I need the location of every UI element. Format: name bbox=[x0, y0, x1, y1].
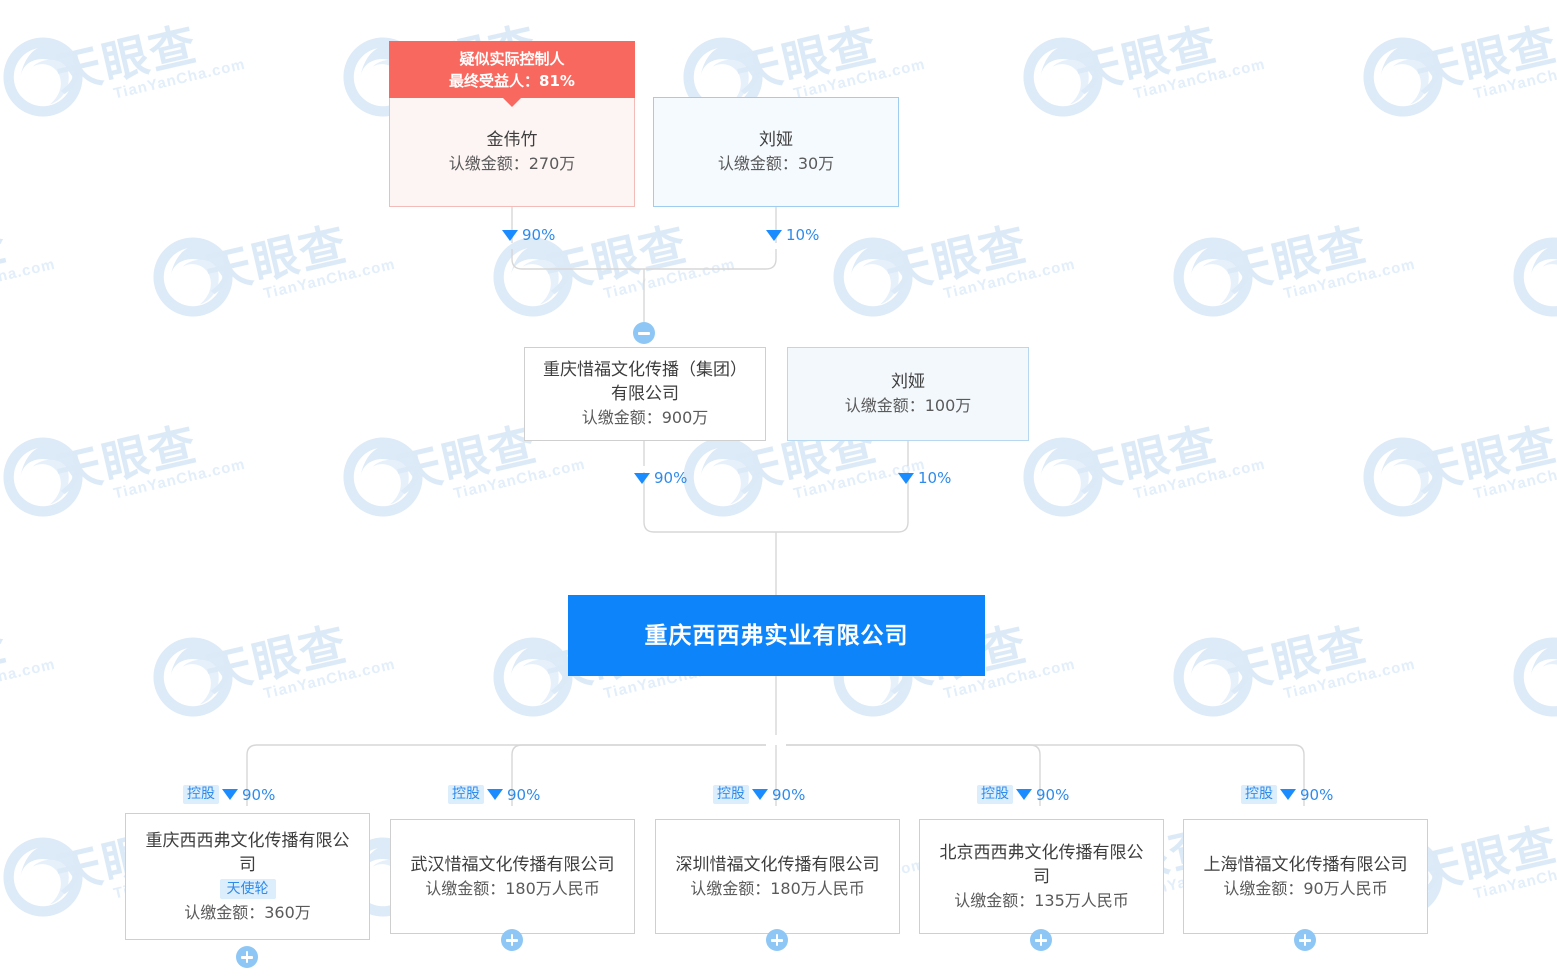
node-subscribed-capital: 认缴金额：30万 bbox=[717, 154, 835, 173]
actual-controller-banner: 疑似实际控制人 最终受益人：81% bbox=[389, 41, 635, 107]
financing-round-tag: 天使轮 bbox=[219, 878, 276, 899]
edge-label-root-to-wuhan-xifu: 控股 90% bbox=[448, 785, 540, 804]
edge-label-liu-ya-top-to-group: 10% bbox=[766, 226, 819, 244]
edge-percent: 90% bbox=[654, 469, 688, 487]
expand-toggle-shanghai-xifu[interactable] bbox=[1294, 929, 1316, 951]
node-subsidiary-shenzhen-xifu[interactable]: 深圳惜福文化传播有限公司 认缴金额：180万人民币 bbox=[655, 819, 900, 934]
node-subscribed-capital: 认缴金额：360万 bbox=[184, 902, 311, 922]
edge-percent: 10% bbox=[786, 226, 820, 244]
node-title: 刘娅 bbox=[891, 372, 925, 392]
arrow-down-icon bbox=[222, 789, 238, 800]
edge-percent: 90% bbox=[1300, 785, 1334, 804]
node-subscribed-capital: 认缴金额：270万 bbox=[448, 154, 576, 173]
edge-percent: 90% bbox=[1036, 785, 1070, 804]
edge-label-root-to-shenzhen-xifu: 控股 90% bbox=[713, 785, 805, 804]
beneficiary-percent-label: 最终受益人：81% bbox=[449, 71, 575, 90]
node-subsidiary-wuhan-xifu[interactable]: 武汉惜福文化传播有限公司 认缴金额：180万人民币 bbox=[390, 819, 635, 934]
arrow-down-icon bbox=[1280, 789, 1296, 800]
node-subscribed-capital: 认缴金额：135万人民币 bbox=[954, 890, 1129, 910]
expand-toggle-wuhan-xifu[interactable] bbox=[501, 929, 523, 951]
node-title: 刘娅 bbox=[759, 130, 793, 150]
expand-toggle-shenzhen-xifu[interactable] bbox=[766, 929, 788, 951]
arrow-down-icon bbox=[502, 229, 518, 241]
node-subsidiary-shanghai-xifu[interactable]: 上海惜福文化传播有限公司 认缴金额：90万人民币 bbox=[1183, 819, 1428, 934]
node-shareholder-jin-weizhu[interactable]: 疑似实际控制人 最终受益人：81% 金伟竹 认缴金额：270万 bbox=[389, 41, 635, 207]
root-company-title: 重庆西西弗实业有限公司 bbox=[644, 622, 909, 649]
edge-label-root-to-chongqing-xixifu: 控股 90% bbox=[183, 785, 275, 804]
edge-label-jin-weizhu-to-group: 90% bbox=[502, 226, 555, 244]
arrow-down-icon bbox=[752, 789, 768, 800]
arrow-down-icon bbox=[634, 472, 650, 484]
node-subscribed-capital: 认缴金额：900万 bbox=[581, 408, 709, 427]
node-subscribed-capital: 认缴金额：100万 bbox=[844, 396, 972, 415]
node-subsidiary-beijing-xixifu[interactable]: 北京西西弗文化传播有限公司 认缴金额：135万人民币 bbox=[919, 819, 1164, 934]
node-title: 金伟竹 bbox=[486, 130, 538, 150]
relation-tag: 控股 bbox=[1241, 785, 1277, 804]
actual-controller-label: 疑似实际控制人 bbox=[459, 49, 565, 68]
node-root-company[interactable]: 重庆西西弗实业有限公司 bbox=[568, 595, 985, 676]
node-title: 武汉惜福文化传播有限公司 bbox=[410, 854, 615, 875]
node-subscribed-capital: 认缴金额：180万人民币 bbox=[425, 878, 600, 898]
node-shareholder-xifu-group[interactable]: 重庆惜福文化传播（集团）有限公司 认缴金额：900万 bbox=[524, 347, 766, 441]
edge-percent: 10% bbox=[918, 469, 952, 487]
node-subscribed-capital: 认缴金额：90万人民币 bbox=[1223, 878, 1388, 898]
arrow-down-icon bbox=[487, 789, 503, 800]
expand-toggle-beijing-xixifu[interactable] bbox=[1030, 929, 1052, 951]
node-title: 深圳惜福文化传播有限公司 bbox=[675, 854, 880, 875]
node-title: 重庆惜福文化传播（集团）有限公司 bbox=[543, 360, 747, 404]
edge-label-root-to-beijing-xixifu: 控股 90% bbox=[977, 785, 1069, 804]
node-title: 上海惜福文化传播有限公司 bbox=[1203, 854, 1408, 875]
edge-percent: 90% bbox=[507, 785, 541, 804]
arrow-down-icon bbox=[766, 229, 782, 241]
relation-tag: 控股 bbox=[448, 785, 484, 804]
edge-label-group-to-root: 90% bbox=[634, 469, 687, 487]
edge-percent: 90% bbox=[522, 226, 556, 244]
node-subscribed-capital: 认缴金额：180万人民币 bbox=[690, 878, 865, 898]
node-subsidiary-chongqing-xixifu[interactable]: 重庆西西弗文化传播有限公司 天使轮 认缴金额：360万 bbox=[125, 813, 370, 940]
relation-tag: 控股 bbox=[183, 785, 219, 804]
edge-label-liu-ya-mid-to-root: 10% bbox=[898, 469, 951, 487]
node-shareholder-liu-ya-mid[interactable]: 刘娅 认缴金额：100万 bbox=[787, 347, 1029, 441]
node-title: 北京西西弗文化传播有限公司 bbox=[939, 842, 1144, 887]
edge-percent: 90% bbox=[242, 785, 276, 804]
edge-percent: 90% bbox=[772, 785, 806, 804]
relation-tag: 控股 bbox=[713, 785, 749, 804]
expand-toggle-chongqing-xixifu[interactable] bbox=[236, 946, 258, 968]
relation-tag: 控股 bbox=[977, 785, 1013, 804]
collapse-toggle-xifu-group[interactable] bbox=[633, 322, 655, 344]
edge-label-root-to-shanghai-xifu: 控股 90% bbox=[1241, 785, 1333, 804]
arrow-down-icon bbox=[898, 472, 914, 484]
arrow-down-icon bbox=[1016, 789, 1032, 800]
node-shareholder-liu-ya-top[interactable]: 刘娅 认缴金额：30万 bbox=[653, 97, 899, 207]
node-title: 重庆西西弗文化传播有限公司 bbox=[145, 830, 350, 875]
